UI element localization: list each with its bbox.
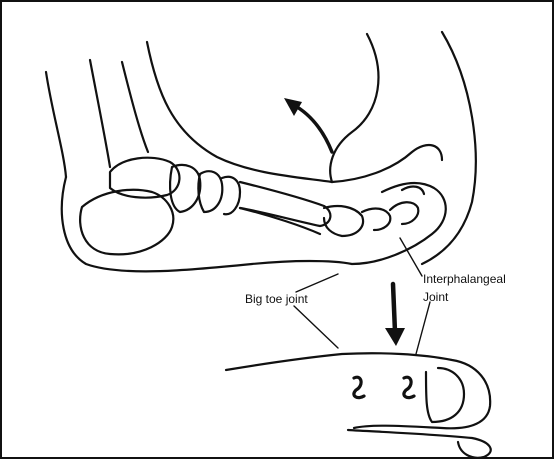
- tarsal-bone-2: [198, 171, 222, 212]
- flex-arrow-shaft: [292, 104, 332, 152]
- interphalangeal-label: Interphalangeal: [423, 272, 506, 286]
- heel-bone: [80, 190, 173, 255]
- joint-mark-2: [404, 377, 414, 397]
- tarsal-bone-1: [170, 165, 200, 212]
- metatarsal-1: [240, 182, 330, 226]
- calf-curve: [330, 34, 378, 182]
- big-toe-joint-label: Big toe joint: [245, 292, 308, 306]
- tarsal-bone-3: [222, 177, 240, 214]
- phalanx-distal: [390, 202, 418, 224]
- toe-detail-nail: [426, 368, 464, 422]
- calf-outline-right: [422, 32, 476, 264]
- push-arrow-head: [385, 328, 405, 346]
- joint-label: Joint: [423, 290, 448, 304]
- toe-nail: [402, 187, 424, 194]
- joint-mark-1: [354, 377, 364, 397]
- phalanx-middle: [362, 209, 390, 230]
- leg-bone-line-2: [122, 62, 148, 152]
- push-arrow-shaft: [393, 284, 395, 332]
- leg-bone-line: [90, 60, 110, 167]
- pointer-big-toe-upper: [296, 274, 338, 292]
- leg-outline: [46, 72, 66, 177]
- toe-upper-outline: [332, 145, 442, 182]
- pointer-inter-lower: [416, 302, 430, 354]
- metatarsal-2: [240, 208, 320, 234]
- pointer-big-toe-lower: [294, 306, 338, 348]
- toe-detail-bottom: [348, 430, 491, 458]
